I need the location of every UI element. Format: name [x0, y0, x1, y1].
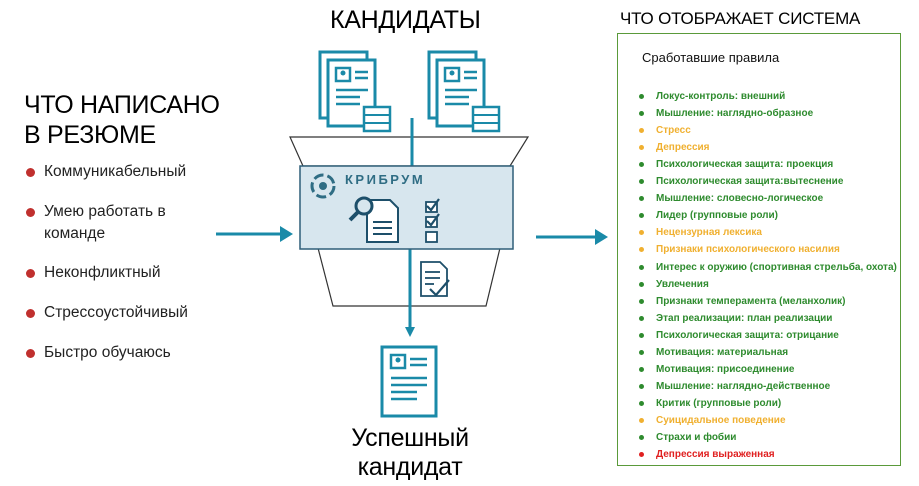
resume-bullet-text: Неконфликтный — [44, 264, 161, 281]
resume-bullet-text: Быстро обучаюсь — [44, 344, 171, 361]
rule-status-dot-icon — [639, 247, 644, 253]
rule-link[interactable]: Увлечения — [656, 278, 709, 290]
magnifier-document-icon — [348, 196, 399, 243]
rule-link[interactable]: Депрессия выраженная — [656, 449, 775, 461]
rule-link[interactable]: Мотивация: материальная — [656, 346, 789, 358]
rule-status-dot-icon — [639, 400, 644, 406]
candidate-document-icon-2 — [427, 50, 501, 133]
rule-link[interactable]: Мотивация: присоединение — [656, 363, 795, 375]
processing-box — [299, 165, 514, 250]
rule-link[interactable]: Признаки темперамента (меланхолик) — [656, 295, 846, 307]
rule-status-dot-icon — [639, 264, 644, 270]
rule-status-dot-icon — [639, 366, 644, 372]
rule-status-dot-icon — [639, 162, 644, 168]
successful-candidate-line-1: Успешный — [351, 424, 469, 452]
rule-link[interactable]: Страхи и фобии — [656, 432, 737, 443]
resume-title-line-2: В РЕЗЮМЕ — [24, 121, 156, 149]
funnel-top — [289, 136, 530, 167]
rule-link[interactable]: Нецензурная лексика — [656, 227, 762, 239]
rule-status-dot-icon — [639, 281, 644, 287]
signed-document-icon — [420, 261, 450, 297]
resume-section-title: ЧТО НАПИСАНО В РЕЗЮМЕ — [24, 90, 220, 150]
rule-link[interactable]: Признаки психологического насилия — [656, 244, 840, 256]
resume-bullet-text: Коммуникабельный — [44, 163, 187, 180]
rule-status-dot-icon — [639, 452, 644, 458]
bullet-dot-icon — [26, 349, 35, 358]
rule-link[interactable]: Локус-контроль: внешний — [656, 91, 786, 102]
rule-link[interactable]: Мышление: словесно-логическое — [656, 193, 824, 205]
rule-status-dot-icon — [639, 213, 644, 219]
resume-bullet-text: Стрессоустойчивый — [44, 304, 188, 321]
rule-status-dot-icon — [639, 179, 644, 185]
rule-status-dot-icon — [639, 315, 644, 321]
rule-link[interactable]: Психологическая защита:вытеснение — [656, 176, 844, 188]
successful-candidate-title: Успешный кандидат — [330, 424, 490, 482]
successful-candidate-document-icon — [380, 345, 438, 418]
rule-status-dot-icon — [639, 94, 644, 99]
rule-status-dot-icon — [639, 230, 644, 236]
rule-status-dot-icon — [639, 298, 644, 304]
rule-status-dot-icon — [639, 417, 644, 423]
rule-link[interactable]: Психологическая защита: отрицание — [656, 329, 839, 341]
rule-status-dot-icon — [639, 111, 644, 117]
rule-status-dot-icon — [639, 435, 644, 440]
resume-bullet-text: Умею работать в команде — [44, 203, 166, 242]
rule-link[interactable]: Мышление: наглядно-образное — [656, 108, 814, 120]
rule-link[interactable]: Депрессия — [656, 142, 710, 154]
triggered-rules-panel: Сработавшие правила Локус-контроль: внеш… — [617, 33, 901, 466]
bullet-dot-icon — [26, 168, 35, 177]
rule-status-dot-icon — [639, 349, 644, 355]
checklist-icon — [425, 198, 440, 243]
rule-status-dot-icon — [639, 128, 644, 134]
resume-title-line-1: ЧТО НАПИСАНО — [24, 91, 220, 119]
kribrum-logo-icon — [310, 173, 336, 199]
system-section-title: ЧТО ОТОБРАЖАЕТ СИСТЕМА — [620, 9, 861, 28]
brand-name: КРИБРУМ — [345, 172, 426, 187]
rule-link[interactable]: Лидер (групповые роли) — [656, 210, 779, 222]
rule-link[interactable]: Интерес к оружию (спортивная стрельба, о… — [656, 261, 897, 273]
bullet-dot-icon — [26, 208, 35, 217]
bullet-dot-icon — [26, 309, 35, 318]
rule-status-dot-icon — [639, 383, 644, 389]
successful-candidate-line-2: кандидат — [357, 453, 463, 481]
rule-link[interactable]: Критик (групповые роли) — [656, 397, 782, 409]
rule-link[interactable]: Стресс — [656, 125, 691, 137]
rule-status-dot-icon — [639, 196, 644, 202]
rule-status-dot-icon — [639, 145, 644, 151]
candidates-title: КАНДИДАТЫ — [330, 6, 481, 34]
rule-link[interactable]: Суицидальное поведение — [656, 414, 786, 426]
bullet-dot-icon — [26, 269, 35, 278]
candidate-document-icon-1 — [318, 50, 392, 133]
rule-link[interactable]: Этап реализации: план реализации — [656, 312, 833, 324]
triggered-rules-header: Сработавшие правила — [642, 50, 780, 65]
rule-status-dot-icon — [639, 332, 644, 338]
rule-link[interactable]: Психологическая защита: проекция — [656, 159, 834, 171]
rule-link[interactable]: Мышление: наглядно-действенное — [656, 380, 831, 392]
